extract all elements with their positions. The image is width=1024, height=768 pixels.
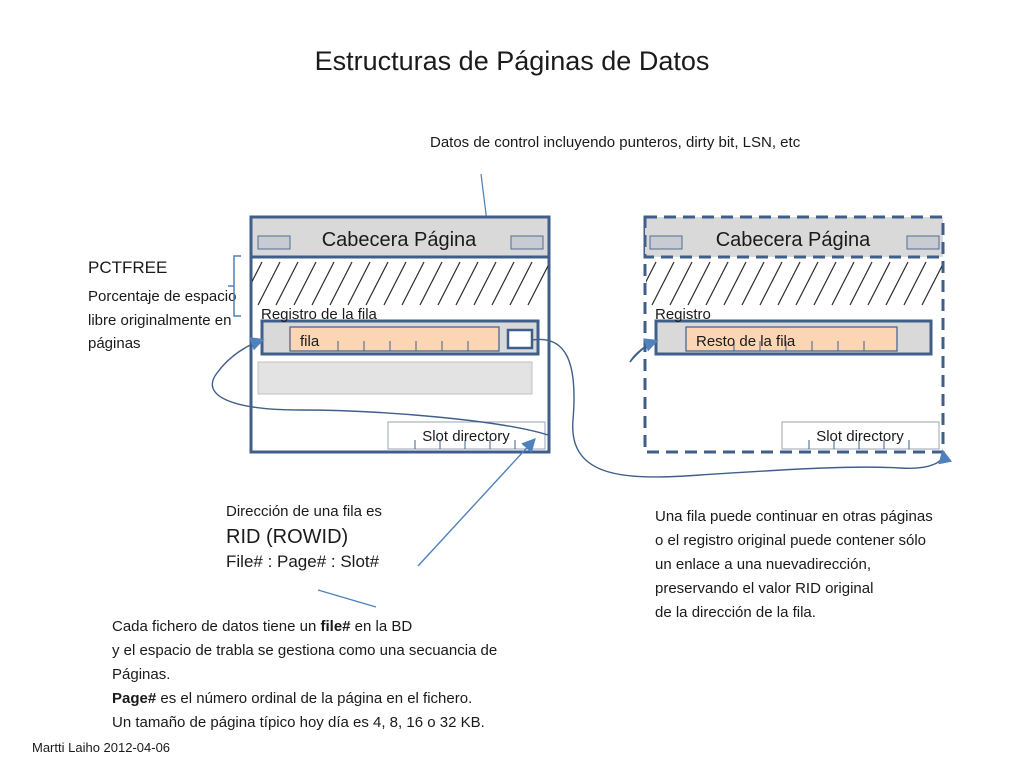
pctfree-brace bbox=[228, 255, 241, 317]
slot-to-record-arrow bbox=[211, 337, 549, 436]
file-note-text: en la BD bbox=[350, 618, 413, 635]
rid-line-3: File# : Page# : Slot# bbox=[226, 552, 380, 571]
rid-description: Dirección de una fila es RID (ROWID) Fil… bbox=[226, 503, 382, 572]
data-page-right: Cabecera Página Registro Resto de la fil… bbox=[643, 215, 945, 454]
record-label-left: Registro de la fila bbox=[261, 306, 378, 323]
file-note-line-4: Page# es el número ordinal de la página … bbox=[112, 687, 497, 711]
row-field-left bbox=[289, 326, 500, 352]
continue-line-3: un enlace a una nuevadirección, bbox=[655, 556, 871, 573]
slot-directory-right bbox=[781, 421, 940, 450]
rid-to-slot-arrow bbox=[417, 437, 536, 567]
header-field-right-a bbox=[649, 235, 683, 250]
file-number-term: file# bbox=[320, 618, 351, 635]
file-note-line-3: Páginas. bbox=[112, 666, 171, 683]
slot-directory-left bbox=[387, 421, 546, 450]
continue-line-1: Una fila puede continuar en otras página… bbox=[655, 508, 933, 525]
rid-line-1: Dirección de una fila es bbox=[226, 503, 382, 520]
page-header-right bbox=[643, 215, 945, 259]
row-field-right bbox=[685, 326, 898, 352]
row-label-left: fila bbox=[300, 333, 320, 350]
pctfree-description: Porcentaje de espacio libre originalment… bbox=[88, 288, 237, 352]
continue-line-5: de la dirección de la fila. bbox=[655, 604, 816, 621]
file-number-note: Cada fichero de datos tiene un file# en … bbox=[112, 615, 497, 735]
pctfree-title: PCTFREE bbox=[88, 258, 168, 277]
page-number-term: Page# bbox=[112, 690, 157, 707]
continue-line-2: o el registro original puede contener só… bbox=[655, 532, 927, 549]
right-record-arrow-head bbox=[629, 338, 659, 363]
next-record-area bbox=[257, 361, 533, 395]
slot-directory-label-left: Slot directory bbox=[422, 428, 510, 445]
record-label-right: Registro bbox=[655, 306, 711, 323]
link-to-right-page-arrow bbox=[531, 338, 953, 478]
file-note-text: Cada fichero de datos tiene un bbox=[112, 618, 321, 635]
file-note-text: es el número ordinal de la página en el … bbox=[156, 690, 473, 707]
slot-directory-label-right: Slot directory bbox=[816, 428, 904, 445]
file-note-pointer bbox=[317, 589, 377, 608]
file-note-line-5: Un tamaño de página típico hoy día es 4,… bbox=[112, 714, 485, 731]
continue-line-4: preservando el valor RID original bbox=[655, 580, 874, 597]
author-credit: Martti Laiho 2012-04-06 bbox=[32, 740, 171, 755]
data-page-left: Cabecera Página Registro de la fila fila… bbox=[249, 215, 551, 454]
free-space-hatch-left bbox=[252, 261, 548, 306]
header-field-left-a bbox=[257, 235, 291, 250]
row-continuation-note: Una fila puede continuar en otras página… bbox=[655, 505, 933, 625]
row-label-right: Resto de la fila bbox=[696, 333, 796, 350]
page-header-left bbox=[249, 215, 551, 259]
page-title: Estructuras de Páginas de Datos bbox=[314, 46, 710, 76]
header-field-left-b bbox=[510, 235, 544, 250]
header-label-left: Cabecera Página bbox=[322, 229, 477, 251]
row-link-pointer-box bbox=[506, 328, 534, 350]
file-note-line-2: y el espacio de trabla se gestiona como … bbox=[112, 642, 498, 659]
header-label-right: Cabecera Página bbox=[716, 229, 871, 251]
control-data-note: Datos de control incluyendo punteros, di… bbox=[430, 134, 801, 151]
file-note-line-1: Cada fichero de datos tiene un file# en … bbox=[112, 615, 497, 639]
rid-line-2: RID (ROWID) bbox=[226, 526, 349, 548]
header-field-right-b bbox=[906, 235, 940, 250]
free-space-hatch-right bbox=[646, 261, 942, 306]
